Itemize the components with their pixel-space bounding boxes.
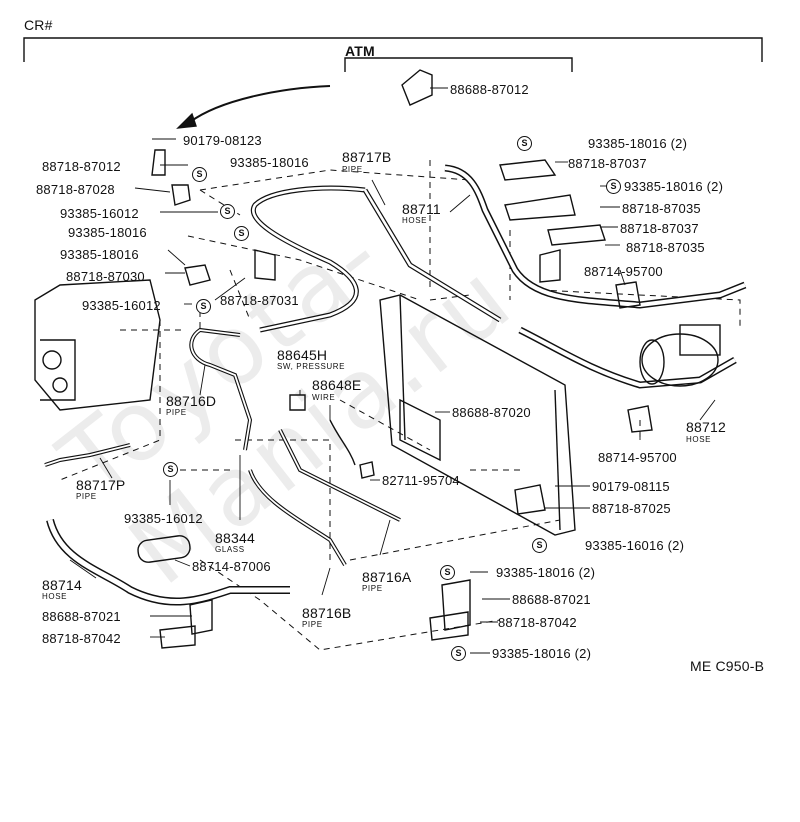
part-label: 88688-87021 [42, 609, 121, 624]
part-label: 88344 [215, 530, 255, 546]
part-label: 88718-87042 [498, 615, 577, 630]
part-label: 93385-18016 [60, 247, 139, 262]
part-label: 88714 [42, 577, 82, 593]
part-label: 88688-87021 [512, 592, 591, 607]
part-label: 93385-18016 (2) [496, 565, 596, 580]
variant-label: ATM [345, 43, 375, 59]
part-label: 88714-95700 [598, 450, 677, 465]
part-label: 88716A [362, 569, 412, 585]
part-sublabel: PIPE [342, 165, 363, 174]
part-label: 93385-18016 (2) [588, 136, 688, 151]
part-label: 88718-87042 [42, 631, 121, 646]
part-label: 88717P [76, 477, 126, 493]
screw-icon: S [606, 179, 621, 194]
part-label: 93385-16012 [124, 511, 203, 526]
part-label: 88718-87035 [622, 201, 701, 216]
part-label: 88688-87012 [450, 82, 529, 97]
screw-icon: S [532, 538, 547, 553]
screw-icon: S [440, 565, 455, 580]
part-label: 88714-95700 [584, 264, 663, 279]
part-sublabel: PIPE [362, 584, 383, 593]
part-label: 88645H [277, 347, 328, 363]
part-label: 93385-16012 [60, 206, 139, 221]
part-label: 88648E [312, 377, 362, 393]
part-label: 93385-18016 [68, 225, 147, 240]
part-sublabel: SW, PRESSURE [277, 362, 346, 371]
part-label: 90179-08115 [592, 479, 670, 494]
part-label: 93385-16016 (2) [585, 538, 685, 553]
part-label: 88714-87006 [192, 559, 271, 574]
cr-bracket [23, 37, 763, 62]
part-label: 90179-08123 [183, 133, 262, 148]
screw-icon: S [234, 226, 249, 241]
part-label: 93385-18016 (2) [492, 646, 592, 661]
screw-icon: S [517, 136, 532, 151]
catalog-code: CR# [24, 17, 53, 33]
part-label: 88718-87012 [42, 159, 121, 174]
part-label: 88718-87025 [592, 501, 671, 516]
part-sublabel: PIPE [166, 408, 187, 417]
part-label: 93385-18016 (2) [624, 179, 724, 194]
screw-icon: S [220, 204, 235, 219]
part-sublabel: WIRE [312, 393, 336, 402]
figure-code: ME C950-B [690, 658, 765, 674]
part-label: 88718-87031 [220, 293, 299, 308]
part-sublabel: HOSE [686, 435, 712, 444]
part-sublabel: HOSE [402, 216, 428, 225]
screw-icon: S [192, 167, 207, 182]
screw-icon: S [451, 646, 466, 661]
part-sublabel: PIPE [302, 620, 323, 629]
part-label: 88718-87037 [620, 221, 699, 236]
part-label: 88716B [302, 605, 352, 621]
part-label: 88716D [166, 393, 217, 409]
part-label: 88718-87030 [66, 269, 145, 284]
part-label: 82711-95704 [382, 473, 460, 488]
part-label: 93385-18016 [230, 155, 309, 170]
atm-bracket [344, 57, 573, 72]
screw-icon: S [196, 299, 211, 314]
part-sublabel: GLASS [215, 545, 245, 554]
part-label: 88718-87037 [568, 156, 647, 171]
part-sublabel: PIPE [76, 492, 97, 501]
screw-icon: S [163, 462, 178, 477]
part-label: 88717B [342, 149, 392, 165]
part-label: 88718-87035 [626, 240, 705, 255]
part-label: 88688-87020 [452, 405, 531, 420]
part-label: 88718-87028 [36, 182, 115, 197]
part-label: 88711 [402, 201, 441, 217]
part-label: 93385-16012 [82, 298, 161, 313]
part-label: 88712 [686, 419, 726, 435]
part-sublabel: HOSE [42, 592, 68, 601]
